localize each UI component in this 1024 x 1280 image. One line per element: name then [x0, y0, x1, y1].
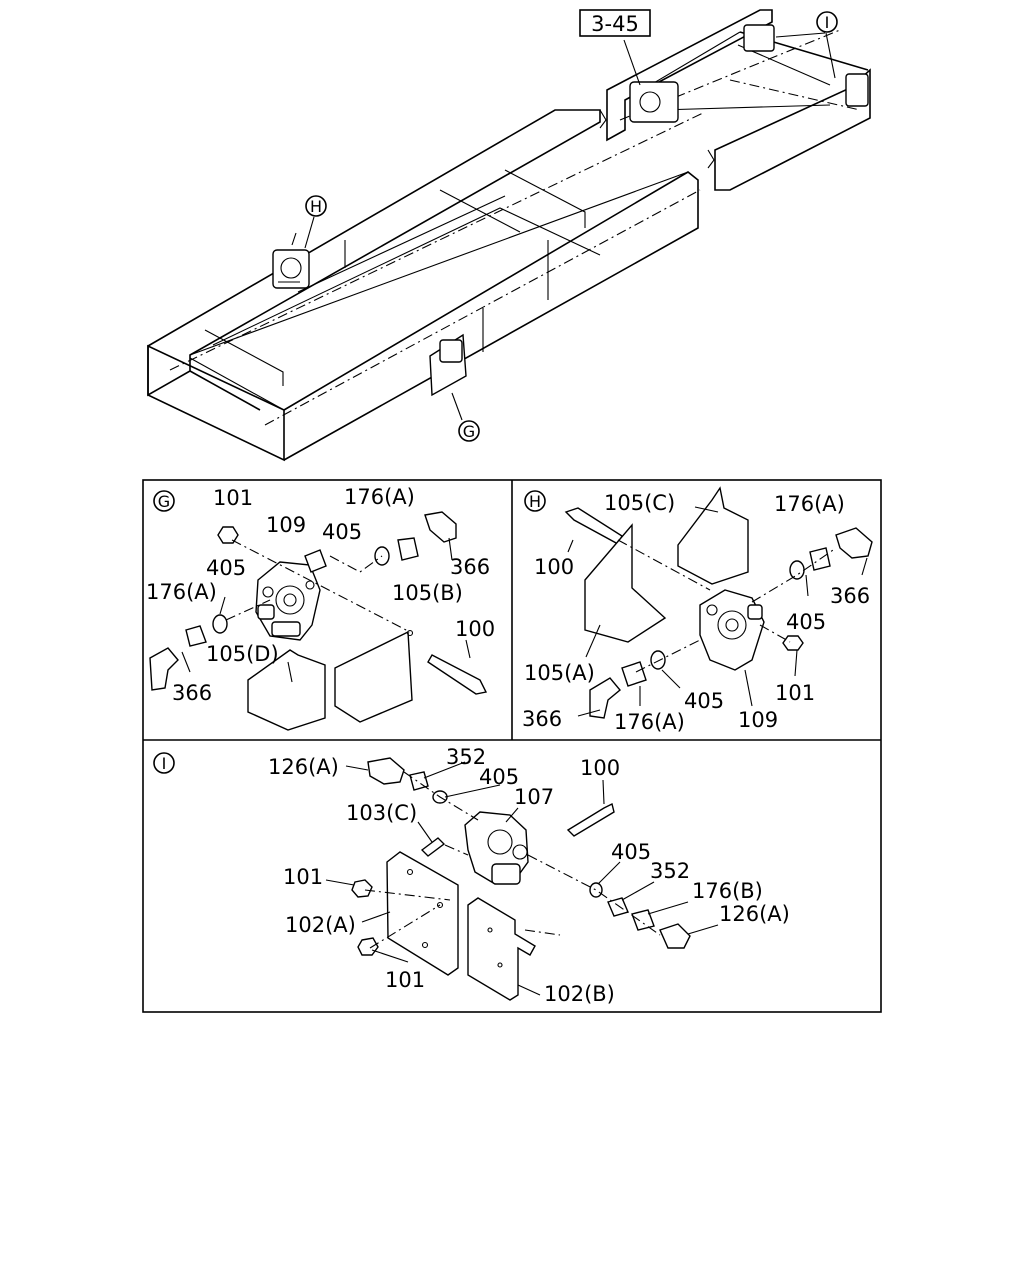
label-366-right: 366	[830, 584, 870, 608]
fitting-176a-h-bottom	[621, 661, 647, 687]
label-101: 101	[213, 486, 253, 510]
valve-109-g	[255, 549, 327, 641]
plate-102b-i	[467, 897, 536, 1001]
fitting-176b-i	[631, 909, 655, 931]
label-101: 101	[775, 681, 815, 705]
label-366-bottom: 366	[172, 681, 212, 705]
callout-circle-i	[816, 11, 838, 33]
label-101-bottom: 101	[385, 968, 425, 992]
label-405-bottom: 405	[684, 689, 724, 713]
elbow-366-g-right	[424, 511, 457, 543]
label-352-top: 352	[446, 745, 486, 769]
nut-101-i-bottom	[357, 937, 379, 956]
label-405-left: 405	[206, 556, 246, 580]
label-176a-top: 176(A)	[774, 492, 845, 516]
label-103c: 103(C)	[346, 801, 417, 825]
washer-405-i-right	[589, 882, 603, 898]
bracket-105b-g	[334, 630, 413, 723]
label-405-top: 405	[479, 765, 519, 789]
bracket-105d-g	[247, 649, 326, 731]
nut-101-g	[217, 526, 239, 544]
panel-g-marker-circle	[153, 490, 175, 512]
chassis-frame-overview	[147, 9, 871, 462]
label-176b: 176(B)	[692, 879, 763, 903]
label-405-top: 405	[322, 520, 362, 544]
panel-h: H	[522, 486, 873, 734]
valve-assembly-i-on-frame	[743, 24, 869, 107]
callout-circle-h	[305, 195, 327, 217]
bolt-100-g	[427, 654, 488, 695]
panel-i-marker-circle	[153, 752, 175, 774]
label-405-right: 405	[611, 840, 651, 864]
valve-assembly-g-on-frame	[429, 333, 467, 421]
valve-assembly-h-on-frame	[272, 216, 315, 289]
label-126a-right: 126(A)	[719, 902, 790, 926]
callout-letter-i: I	[825, 13, 830, 32]
label-100: 100	[455, 617, 495, 641]
label-105c: 105(C)	[604, 491, 675, 515]
label-101-top: 101	[283, 865, 323, 889]
label-176a-top: 176(A)	[344, 485, 415, 509]
bolt-103c-i	[420, 837, 446, 857]
valve-107-i	[464, 811, 529, 885]
elbow-126a-i-right	[659, 923, 691, 949]
callout-circle-g	[458, 420, 480, 442]
washer-405-g-left	[212, 614, 228, 634]
label-102b: 102(B)	[544, 982, 615, 1006]
elbow-366-g-bottom	[149, 647, 179, 691]
nut-101-i-top	[351, 879, 373, 898]
plate-102a-i	[386, 851, 459, 976]
elbow-366-h-left	[589, 677, 621, 719]
valve-assembly-3-45-on-frame	[623, 39, 679, 123]
label-105b: 105(B)	[392, 581, 463, 605]
bolt-100-i	[566, 802, 615, 837]
label-107: 107	[514, 785, 554, 809]
label-176a-bottom: 176(A)	[614, 710, 685, 734]
label-176a-left: 176(A)	[146, 580, 217, 604]
bracket-105a-h	[584, 523, 667, 643]
panel-h-marker-circle	[524, 490, 546, 512]
reference-box-label: 3-45	[591, 12, 639, 36]
valve-109-h	[699, 589, 765, 671]
label-109: 109	[738, 708, 778, 732]
label-100: 100	[534, 555, 574, 579]
label-105a: 105(A)	[524, 661, 595, 685]
nut-101-h	[782, 635, 804, 651]
panel-g: G	[146, 485, 495, 731]
label-366-left: 366	[522, 707, 562, 731]
fitting-176a-g-top	[397, 537, 419, 561]
panel-i-marker: I	[162, 754, 167, 773]
label-405-right: 405	[786, 610, 826, 634]
washer-405-h-bottom	[650, 650, 666, 670]
panel-h-marker: H	[529, 492, 541, 511]
label-102a: 102(A)	[285, 913, 356, 937]
fitting-176a-g-left	[185, 625, 207, 647]
panel-i: I	[153, 745, 790, 1006]
washer-405-h-right	[789, 560, 805, 580]
label-126a-top: 126(A)	[268, 755, 339, 779]
label-100: 100	[580, 756, 620, 780]
label-105d: 105(D)	[206, 642, 279, 666]
reference-box-3-45	[579, 9, 651, 37]
label-109: 109	[266, 513, 306, 537]
panel-g-marker: G	[158, 492, 170, 511]
bracket-105c-h	[677, 486, 749, 585]
elbow-366-h-right	[835, 527, 873, 559]
label-352-right: 352	[650, 859, 690, 883]
callout-letter-g: G	[463, 422, 475, 441]
elbow-126a-i-top	[367, 757, 405, 785]
callout-letter-h: H	[310, 197, 322, 216]
label-366-right: 366	[450, 555, 490, 579]
